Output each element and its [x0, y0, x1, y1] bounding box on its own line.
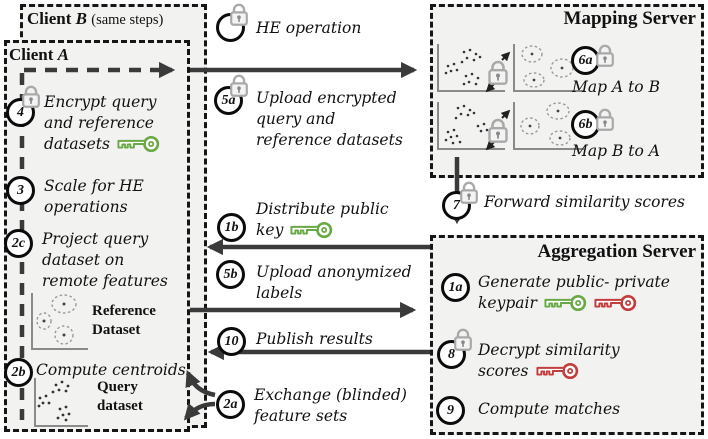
- step-8-label: Decrypt similarity scores: [478, 341, 620, 381]
- reference-dataset-label: Reference Dataset: [92, 303, 156, 338]
- aggregation-server-box: [430, 235, 704, 435]
- query-dataset-plot: [34, 378, 88, 427]
- step-2b-label: Compute centroids: [36, 361, 186, 379]
- he-transform-icon: [485, 109, 511, 151]
- client-a-word: Client: [9, 45, 54, 64]
- step-1b-label: Distribute public key: [256, 200, 389, 240]
- client-a-letter: A: [57, 45, 69, 64]
- step-circle-9: 9: [436, 396, 465, 425]
- step-circle-1b: 1b: [217, 213, 246, 242]
- client-b-subtitle: (same steps): [91, 12, 164, 28]
- lock-icon: [452, 326, 474, 352]
- lock-icon: [20, 83, 42, 109]
- step-4-label: Encrypt query and reference datasets: [44, 92, 166, 155]
- client-a-title: Client A: [9, 45, 69, 65]
- red-key-icon: [591, 293, 637, 313]
- step-circle-5a: 5a: [214, 86, 243, 115]
- lock-icon: [594, 42, 616, 68]
- green-key-icon: [114, 134, 160, 154]
- aggregation-server-title: Aggregation Server: [537, 241, 696, 262]
- lock-icon: [594, 106, 616, 132]
- step-7-label: Forward similarity scores: [484, 193, 685, 211]
- lock-icon: [228, 72, 250, 98]
- step-9-label: Compute matches: [478, 400, 621, 418]
- he-operation-label: HE operation: [256, 19, 362, 37]
- client-b-word: Client: [27, 9, 72, 28]
- client-b-letter: B: [75, 9, 87, 28]
- ellipse-plot: [513, 102, 584, 150]
- step-5a-label: Upload encrypted query and reference dat…: [256, 89, 403, 149]
- step-2c-label: Project query dataset on remote features: [42, 230, 168, 290]
- step-circle-2b: 2b: [4, 358, 33, 387]
- step-5b-label: Upload anonymized labels: [256, 263, 412, 302]
- lock-icon: [228, 1, 250, 27]
- red-key-icon: [533, 361, 579, 381]
- map-b-to-a-caption: Map B to A: [572, 142, 660, 160]
- green-key-icon: [287, 220, 333, 240]
- ellipse-plot: [513, 44, 584, 92]
- lock-icon: [458, 179, 480, 205]
- step-1a-label: Generate public- private keypair: [478, 273, 670, 313]
- scatter-plot: [437, 102, 505, 150]
- scatter-plot: [437, 44, 505, 92]
- step-3-label: Scale for HE operations: [44, 177, 144, 216]
- he-transform-icon: [485, 51, 511, 93]
- map-a-to-b-caption: Map A to B: [572, 78, 660, 96]
- step-circle-3: 3: [6, 176, 35, 205]
- step-10-label: Publish results: [256, 330, 373, 348]
- query-dataset-label: Query dataset: [97, 379, 143, 414]
- green-key-icon: [541, 293, 587, 313]
- mapping-server-title: Mapping Server: [563, 8, 696, 29]
- step-circle-2c: 2c: [4, 229, 33, 258]
- step-circle-1a: 1a: [441, 273, 470, 302]
- client-b-title: Client B (same steps): [27, 9, 163, 29]
- step-circle-5b: 5b: [216, 260, 245, 289]
- step-2a-label: Exchange (blinded) feature sets: [254, 386, 407, 425]
- step-circle-2a: 2a: [216, 390, 245, 419]
- step-circle-10: 10: [217, 327, 246, 356]
- reference-dataset-plot: [31, 293, 88, 350]
